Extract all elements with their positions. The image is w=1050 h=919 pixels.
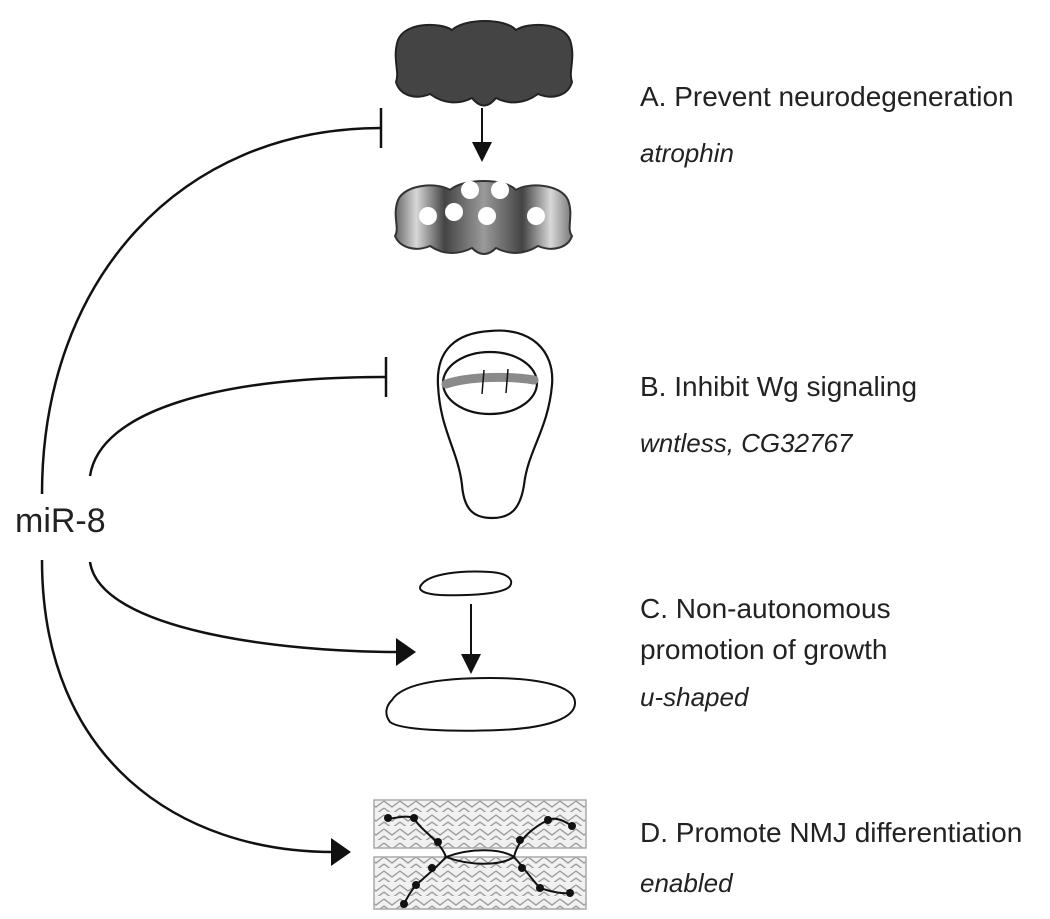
panel-b-genes: wntless, CG32767: [640, 428, 854, 458]
wing-disc-icon: [436, 329, 554, 520]
panel-b-title: B. Inhibit Wg signaling: [640, 371, 917, 402]
large-larva-icon: [385, 676, 577, 732]
panel-c-genes: u-shaped: [640, 682, 750, 712]
promote-arrow-d: [40, 559, 334, 854]
small-larva-icon: [419, 570, 513, 597]
inhibit-arrow-a: [40, 126, 382, 495]
nmj-icon: [373, 799, 587, 910]
mir8-label: miR-8: [15, 502, 106, 540]
panel-d-genes: enabled: [640, 868, 734, 898]
panel-d-title: D. Promote NMJ differentiation: [640, 817, 1022, 848]
panel-a-genes: atrophin: [640, 138, 734, 168]
degenerated-brain-icon: [393, 180, 574, 255]
arrowhead-d: [331, 838, 351, 866]
healthy-brain-icon: [394, 20, 574, 107]
panel-a-title: A. Prevent neurodegeneration: [640, 81, 1014, 112]
panel-c-title-line1: C. Non-autonomous: [640, 593, 891, 624]
panel-c-title-line2: promotion of growth: [640, 634, 887, 665]
inhibit-arrow-b: [88, 375, 387, 477]
arrowhead-c: [396, 638, 416, 666]
promote-arrow-c: [88, 561, 399, 654]
